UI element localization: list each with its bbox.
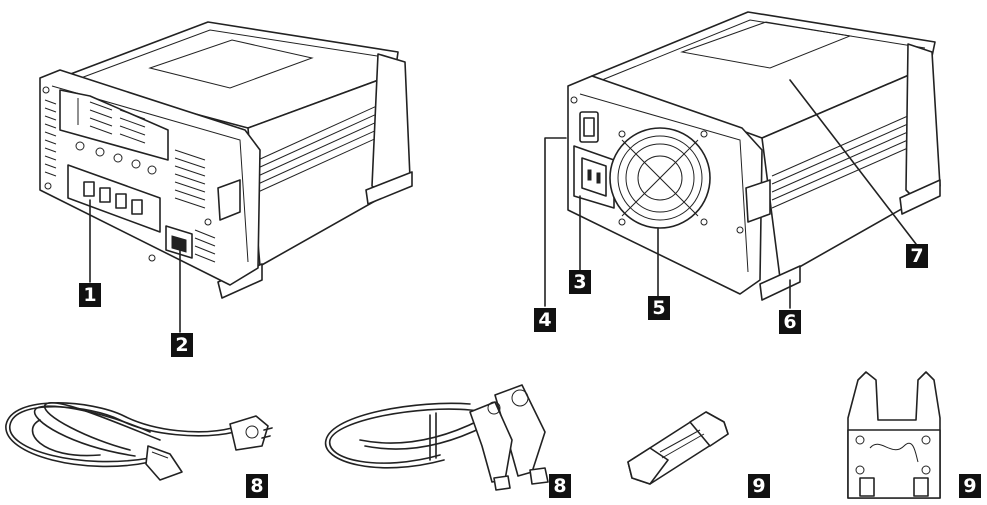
label-4: 4 (534, 308, 556, 332)
label-3: 3 (569, 270, 591, 294)
power-cord (5, 401, 273, 481)
label-9-fuse-holder: 9 (959, 474, 981, 498)
label-8-clamp-cable: 8 (549, 474, 571, 498)
label-2: 2 (171, 333, 193, 357)
fuse-holder-clip (847, 371, 941, 499)
glass-fuse (627, 411, 729, 485)
label-1: 1 (79, 283, 101, 307)
charger-rear-view (39, 21, 413, 333)
label-9-fuse: 9 (748, 474, 770, 498)
label-5: 5 (648, 296, 670, 320)
charger-front-view (544, 11, 941, 309)
label-6: 6 (779, 310, 801, 334)
label-7: 7 (906, 244, 928, 268)
label-8-power-cord: 8 (246, 474, 268, 498)
battery-clamp-cable (324, 384, 549, 491)
